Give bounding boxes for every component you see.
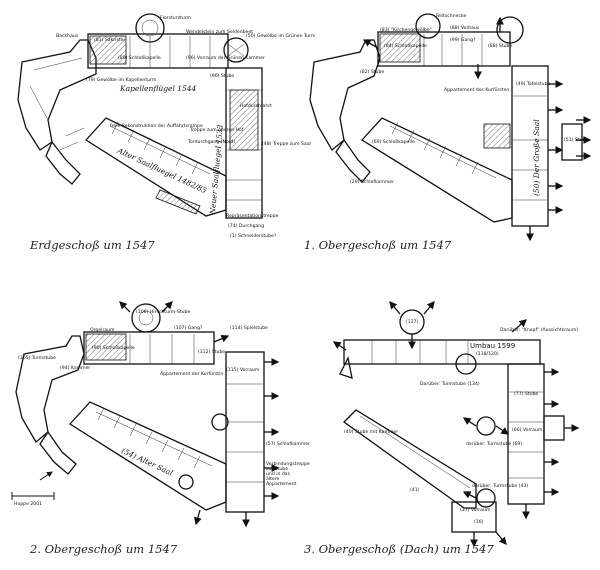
label-stube-96: (96) Stube: [210, 74, 235, 79]
label-sakristei: (81) Sakristei: [94, 38, 125, 43]
label-schlosskapelle-2og: (90) Schloßkapelle: [92, 346, 135, 351]
label-stube-40: (40) Stube mit Kammer: [344, 430, 399, 435]
label-vorraum-66: (66) Vorraum: [512, 428, 543, 433]
label-vorraum-115: (115) Vorraum: [226, 368, 260, 373]
label-umbau-rooms: (118/120): [476, 352, 499, 357]
floorplan-erdgeschoss: [17, 13, 263, 219]
label-florsturzturm: Florsturzturm: [160, 16, 192, 21]
panel-3-obergeschoss-dach: (127) Umbau 1599 (118/120) Darüber: "Kno…: [300, 292, 600, 570]
label-stube-112: (112) Stube: [198, 350, 226, 355]
label-umbau: Umbau 1599: [470, 342, 516, 350]
label-treppe: Treppe zum oberen Hof: [190, 128, 244, 133]
label-durchgang: (74) Durchgang: [228, 224, 265, 229]
label-kirchengewoelbe: (83) "Kirchengewölbe": [380, 28, 432, 33]
label-auffahrtsrampe: freie Rekonstruktion der Auffahrtsrampe: [110, 124, 203, 129]
exit-arrows-3og: [332, 301, 580, 548]
caption-1-obergeschoss: 1. Obergeschoß um 1547: [304, 238, 452, 252]
label-gewoelbe-kapellen: (79) Gewölbe im Kapellenturm: [86, 78, 157, 83]
caption-erdgeschoss: Erdgeschoß um 1547: [30, 238, 155, 252]
label-grosse-saal: (50) Der Große Saal: [532, 119, 541, 196]
label-turmstube-134: Darüber: Turmstube (134): [420, 382, 480, 387]
label-knopf: Darüber: "Knopf" (Aussichtsraum): [500, 328, 579, 333]
label-verbindungstreppe: Verbindungstreppe zur Stube und in das ä…: [266, 462, 310, 487]
label-room-41: (41): [410, 488, 420, 493]
label-orgelraum: Orgelraum: [90, 328, 115, 333]
label-gang: (99) Gang?: [450, 38, 476, 43]
label-hirschturmstube: (106) Hirschturm-Stube: [136, 310, 191, 315]
label-schlosskapelle-unten: (69) Schloßkapelle: [372, 140, 415, 145]
label-vorraum-gruen: (96) Vorraum der Grünen Kammer: [186, 56, 265, 61]
label-stube-82: (82) Stube: [360, 70, 385, 75]
label-stube-51: (51) Stube: [564, 138, 589, 143]
label-room-127: (127): [406, 320, 419, 325]
label-schlafkammer-57: (57) Schlafkammer: [266, 442, 311, 447]
panel-1-obergeschoss: Reitschnecke (83) "Kirchengewölbe" (84) …: [300, 0, 600, 260]
label-turmstube-43: darüber: Turmstube (43): [472, 484, 529, 489]
label-vorhaus: (88) Vorhaus: [450, 26, 480, 31]
label-reitschnecke: Reitschnecke: [436, 14, 467, 19]
label-turmstube-105: (105) Turmstube: [18, 356, 56, 361]
panel-2-obergeschoss: Orgelraum (106) Hirschturm-Stube (107) G…: [0, 292, 310, 570]
label-backhaus: Backhaus: [56, 34, 79, 39]
label-kapellenfluegel: Kapellenflügel 1544: [120, 84, 197, 93]
label-stube-88: (88) Stube: [488, 44, 513, 49]
label-wendelstein: Wendelstein zum Seidenbeet: [186, 30, 253, 35]
label-hofdurchfahrt: Hofdurchfahrt: [240, 104, 272, 109]
caption-3-obergeschoss: 3. Obergeschoß (Dach) um 1547: [304, 542, 494, 556]
label-kammer-94: (94) Kammer: [60, 366, 91, 371]
scale-bar: [11, 471, 55, 500]
label-vorraum-37: (37) Vorraum: [460, 508, 491, 513]
floorplan-2-obergeschoss: [11, 301, 280, 528]
label-stube-77: (77) Stube: [514, 392, 539, 397]
label-repraesentation: Repräsentationstreppe: [226, 214, 279, 219]
label-spielstube: (114) Spielstube: [230, 326, 268, 331]
exit-arrows-2og: [119, 301, 280, 528]
label-gang-107: (107) Gang?: [174, 326, 203, 331]
label-scale-credit: Hoppe 2001: [14, 502, 43, 507]
label-tordurchgang: Tordurchgang (Nord): [188, 140, 236, 145]
label-treppe-saal: (48) Treppe zum Saal: [262, 142, 311, 147]
floorplan-1-obergeschoss: [309, 13, 592, 242]
label-tafelstube: (49) Tafelstube: [516, 82, 551, 87]
label-appartement-kurfuerstin: Appartement der Kurfürstin: [160, 372, 224, 377]
label-schneider: (1) Schneiderstube?: [230, 234, 277, 239]
label-room-16: (16): [474, 520, 484, 525]
label-appartement-kurfuerst: Appartement des Kurfürsten: [444, 88, 510, 93]
exit-arrows-1og: [362, 16, 592, 242]
label-schlosskapelle-1og: (84) Schloßkapelle: [384, 44, 427, 49]
label-gewoelbe-gruen: (50) Gewölbe im Grünen Turm: [246, 34, 316, 39]
floorplan-3-obergeschoss: [332, 301, 580, 548]
label-turmstube-69: darüber: Turmstube (69): [466, 442, 523, 447]
caption-2-obergeschoss: 2. Obergeschoß um 1547: [30, 542, 178, 556]
label-schlafkammer: (29) Schlafkammer: [350, 180, 395, 185]
panel-erdgeschoss: Florsturzturm Backhaus (81) Sakristei (8…: [0, 0, 315, 260]
label-schlosskapelle-eg: (80) Schloßkapelle: [118, 56, 161, 61]
